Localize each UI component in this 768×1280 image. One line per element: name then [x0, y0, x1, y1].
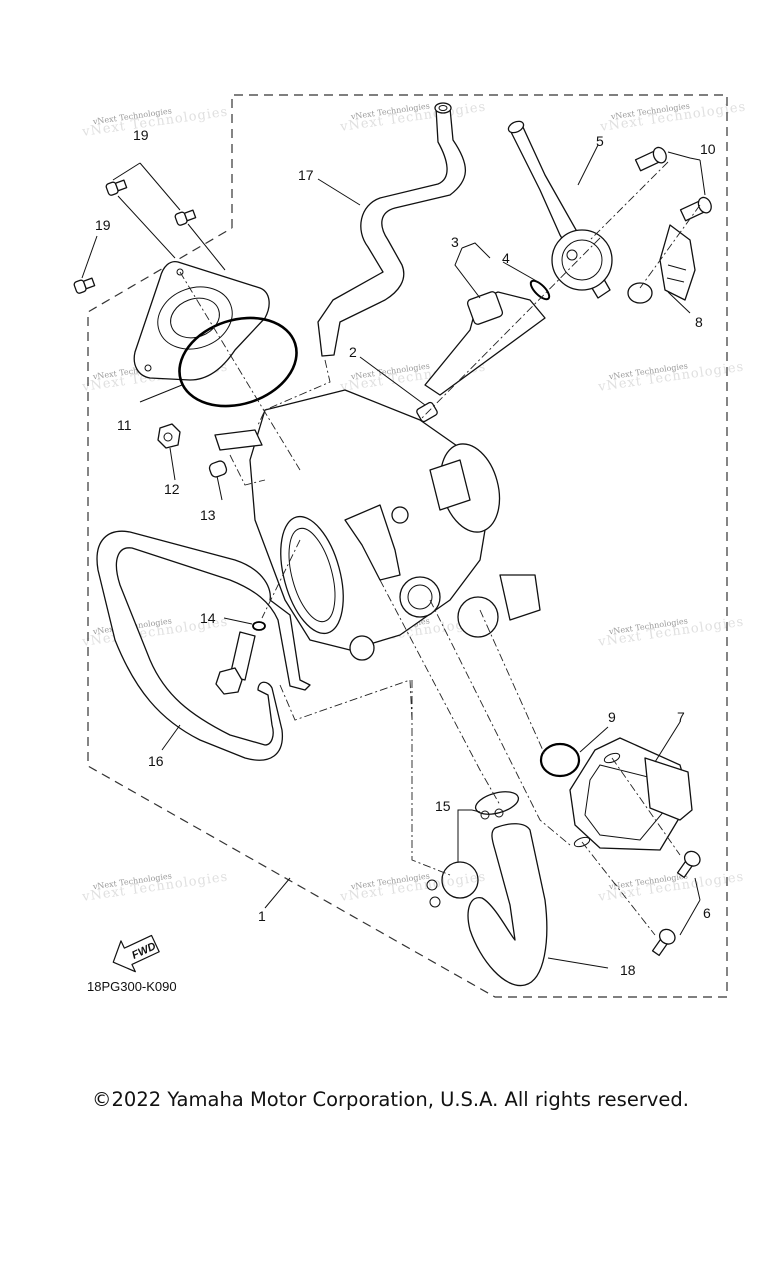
assembly-guides — [179, 161, 701, 936]
callouts: 1 2 3 4 5 6 7 8 9 10 11 12 13 14 15 16 1… — [95, 127, 716, 978]
part-19-screws — [73, 179, 197, 294]
part-17-hose — [317, 102, 466, 357]
callout-17: 17 — [298, 167, 314, 183]
callout-13: 13 — [200, 507, 216, 523]
callout-19: 19 — [133, 127, 149, 143]
callout-19: 19 — [95, 217, 111, 233]
part-4-o-ring — [529, 279, 551, 301]
callout-9: 9 — [608, 709, 616, 725]
callout-3: 3 — [451, 234, 459, 250]
part-cover-plate — [133, 260, 270, 381]
callout-15: 15 — [435, 798, 451, 814]
leader-lines — [81, 144, 706, 969]
callout-1: 1 — [258, 908, 266, 924]
part-18-hose — [467, 823, 548, 987]
part-11-o-ring — [178, 316, 298, 408]
callout-16: 16 — [148, 753, 164, 769]
part-9-o-ring — [539, 742, 581, 778]
copyright-notice: ©2022 Yamaha Motor Corporation, U.S.A. A… — [92, 1088, 689, 1111]
part-10-screws — [634, 146, 712, 222]
part-5-fuel-delivery — [507, 120, 653, 304]
part-6-screws — [651, 850, 701, 957]
callout-11: 11 — [117, 417, 132, 433]
part-7-throttle-position-sensor — [569, 737, 693, 851]
callout-10: 10 — [700, 141, 716, 157]
callout-2: 2 — [349, 344, 357, 360]
diagram-code: 18PG300-K090 — [87, 979, 177, 994]
part-13-cap — [208, 460, 228, 478]
assembly-boundary — [87, 94, 728, 998]
callout-18: 18 — [620, 962, 636, 978]
callout-8: 8 — [695, 314, 703, 330]
callout-4: 4 — [502, 250, 510, 266]
part-3-injector — [424, 291, 546, 396]
bolt — [215, 631, 256, 695]
part-15-clamps — [426, 791, 520, 908]
callout-7: 7 — [677, 709, 685, 725]
part-16-hose — [96, 530, 311, 761]
callout-5: 5 — [596, 133, 604, 149]
callout-6: 6 — [703, 905, 711, 921]
fwd-arrow-icon: FWD — [112, 934, 160, 973]
part-12-nut — [157, 423, 181, 449]
callout-12: 12 — [164, 481, 180, 497]
callout-14: 14 — [200, 610, 216, 626]
throttle-body — [214, 389, 541, 661]
part-14-o-ring — [252, 621, 266, 631]
part-2-seal — [416, 401, 438, 423]
